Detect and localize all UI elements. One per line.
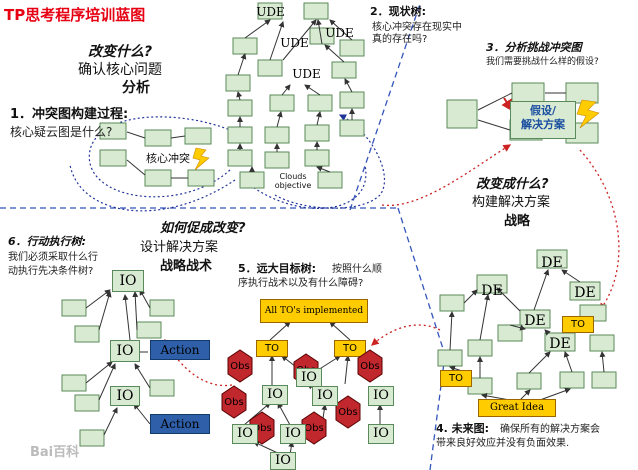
step3-desc: 我们需要挑战什么样的假设? xyxy=(486,57,599,67)
question-change-to-what: 改变成什么? xyxy=(476,177,549,192)
loop-conflict-left-outer xyxy=(69,164,236,212)
conflict-cloud xyxy=(99,122,215,187)
io-box: IO xyxy=(312,386,338,406)
strategy-label-3: 战略战术 xyxy=(160,259,213,274)
io-box: IO xyxy=(110,340,140,362)
io-box: IO xyxy=(296,368,322,387)
divider-diagonal-top xyxy=(349,3,421,211)
obstacle-label: Obs xyxy=(338,407,358,418)
io-box: IO xyxy=(368,424,394,444)
step2-desc-line1: 核心冲突存在现实中 xyxy=(372,22,462,33)
question2-subtitle: 构建解决方案 xyxy=(472,195,551,210)
step2-label: 2．现状树: xyxy=(370,5,427,18)
transition-tree xyxy=(61,289,175,447)
flow-arrow-challenge-to-future xyxy=(579,149,620,312)
lightning-icon xyxy=(192,147,210,171)
step5-desc-line2: 序执行战术以及有什么障碍? xyxy=(238,278,364,289)
flow-arrow-future-to-prt xyxy=(371,324,441,346)
all-tos-implemented-box: All TO's implemented xyxy=(260,299,368,323)
obstacle-label: Obs xyxy=(252,423,272,434)
clouds-objective-label: Clouds objective xyxy=(274,172,312,191)
question-subtitle: 确认核心问题 xyxy=(78,62,162,78)
to-box: TO xyxy=(334,340,366,357)
de-label: DE xyxy=(549,336,571,352)
ude-label: UDE xyxy=(292,67,321,81)
obstacle-label: Obs xyxy=(360,361,380,372)
step4-desc-line2: 带来良好效应并没有负面效果. xyxy=(436,438,570,449)
page-title: TP思考程序培训蓝图 xyxy=(4,6,146,24)
de-label: DE xyxy=(541,255,563,271)
step2-desc-line2: 真的存在吗? xyxy=(372,34,428,45)
obstacle-label: Obs xyxy=(230,361,250,372)
step1-desc: 核心疑云图是什么? xyxy=(10,125,113,139)
loop-conflict-right-inner xyxy=(249,164,367,210)
question-what-to-change: 改变什么? xyxy=(88,44,153,60)
step6-desc-line2: 动执行先决条件树? xyxy=(8,266,94,277)
flow-arrow-prt-to-trt xyxy=(164,338,233,387)
strategy-label-2: 战略 xyxy=(504,214,531,229)
io-box: IO xyxy=(232,424,258,444)
future-reality-tree xyxy=(437,249,617,401)
watermark: Bai百科 xyxy=(30,445,80,460)
io-box: IO xyxy=(110,386,140,406)
obstacle-label: Obs xyxy=(304,423,324,434)
question-how-to-change: 如何促成改变? xyxy=(160,221,246,236)
step6-desc-line1: 我们必须采取什么行 xyxy=(8,252,98,263)
step4-desc-line1: 确保所有的解决方案会 xyxy=(500,424,600,435)
great-idea-box: Great Idea xyxy=(478,399,556,417)
de-label: DE xyxy=(524,313,546,329)
strategy-label: 分析 xyxy=(122,80,150,96)
question3-subtitle: 设计解决方案 xyxy=(140,240,219,255)
to-box: TO xyxy=(562,316,594,333)
de-label: DE xyxy=(481,283,503,299)
io-box: IO xyxy=(280,424,306,444)
action-box: Action xyxy=(150,340,210,360)
ude-label: UDE xyxy=(256,5,285,19)
step5-desc-line1: 按照什么顺 xyxy=(332,264,382,275)
step6-label: 6．行动执行树: xyxy=(8,235,87,248)
step1-label: 1．冲突图构建过程: xyxy=(10,107,129,122)
ude-label: UDE xyxy=(280,36,309,50)
step3-label: 3．分析挑战冲突图 xyxy=(486,41,582,54)
loop-conflict-right xyxy=(274,114,386,209)
ude-label: UDE xyxy=(325,26,354,40)
loop-conflict-left xyxy=(88,116,231,198)
action-box: Action xyxy=(150,414,210,434)
de-label: DE xyxy=(574,285,596,301)
io-box: IO xyxy=(112,270,144,292)
io-box: IO xyxy=(262,385,288,405)
current-reality-tree xyxy=(225,2,365,189)
to-box: TO xyxy=(256,340,288,357)
core-conflict-label: 核心冲突 xyxy=(146,152,190,165)
io-box: IO xyxy=(270,452,296,470)
io-box: IO xyxy=(368,386,394,406)
step4-label: 4. 未来图: xyxy=(436,422,490,435)
flow-arrow-current-to-challenge xyxy=(381,144,512,207)
lightning-icon xyxy=(576,99,600,129)
obstacle-label: Obs xyxy=(224,397,244,408)
assumption-solution-box: 假设/ 解决方案 xyxy=(510,101,576,139)
divider-diagonal-bottom xyxy=(397,207,446,356)
step5-label: 5．远大目标树: xyxy=(238,262,317,275)
to-box: TO xyxy=(440,370,472,387)
